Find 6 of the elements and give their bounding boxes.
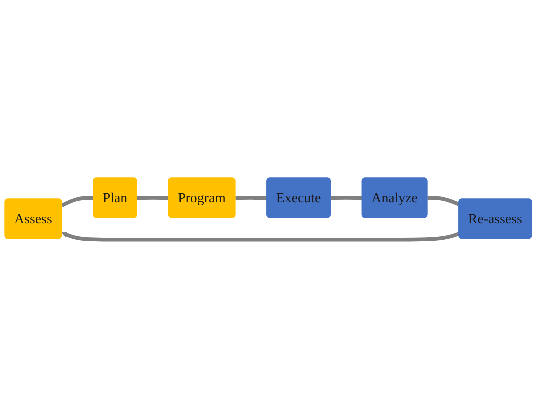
connector xyxy=(330,196,363,200)
arrow xyxy=(62,232,460,242)
connector xyxy=(137,196,169,200)
connector xyxy=(236,196,268,200)
connector xyxy=(61,196,94,207)
connector xyxy=(428,196,460,206)
